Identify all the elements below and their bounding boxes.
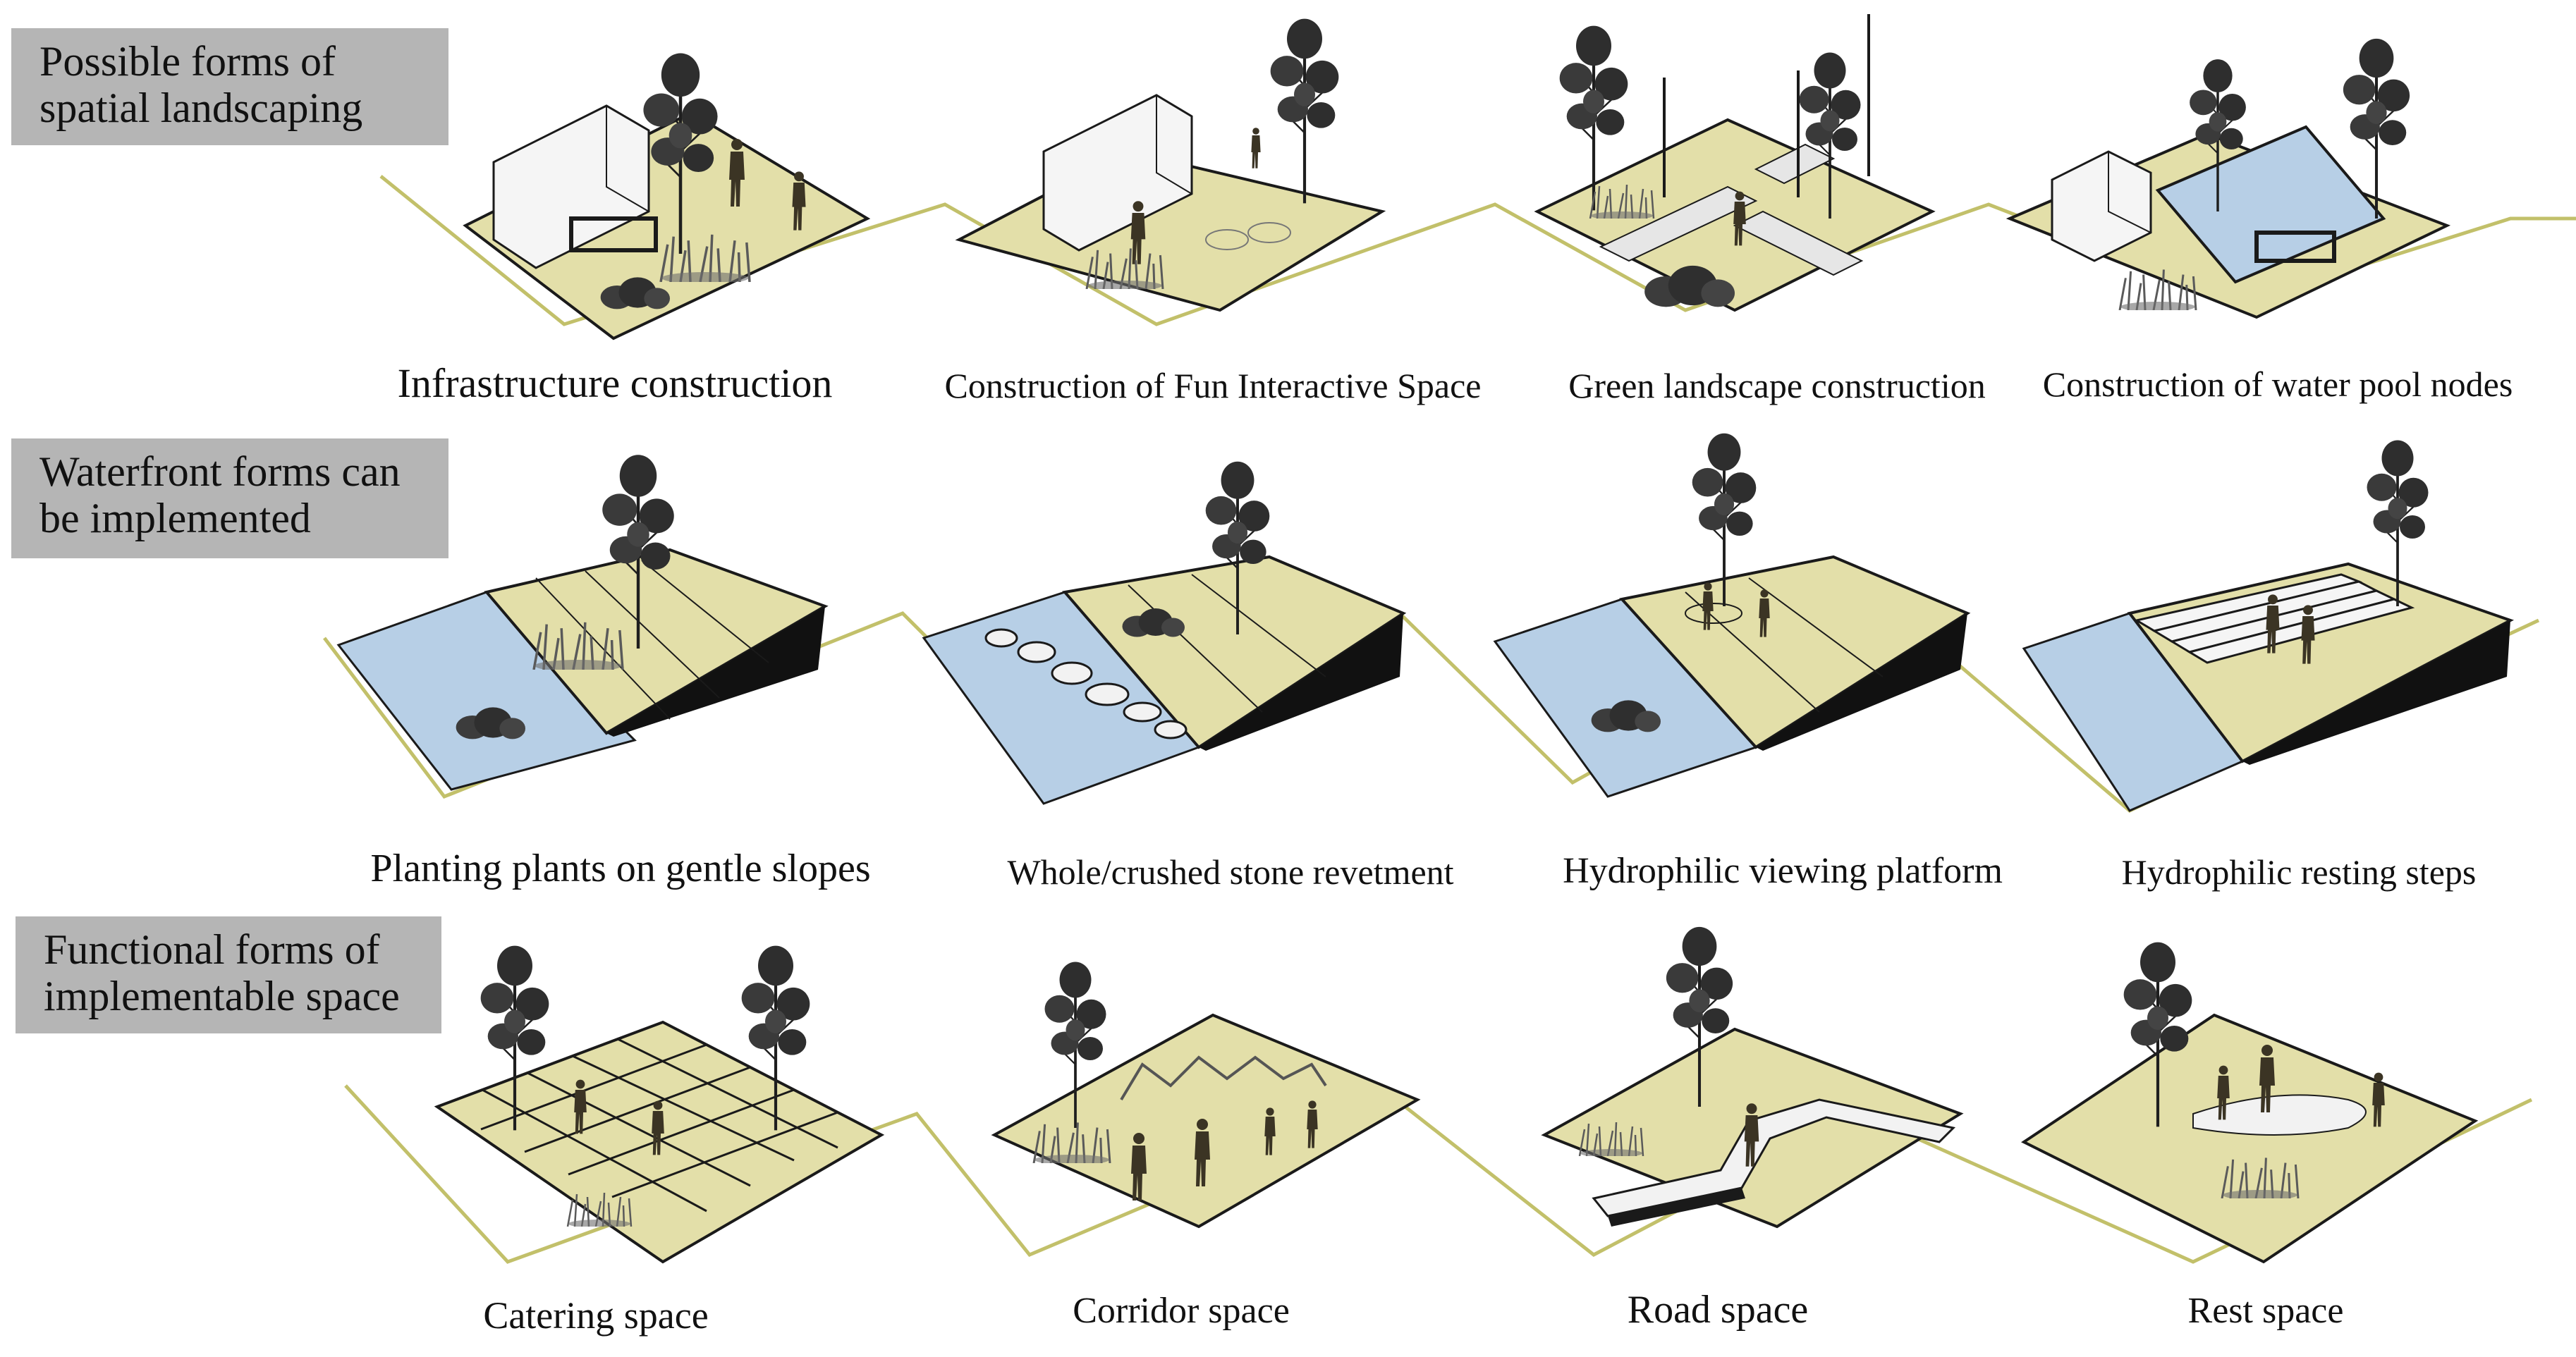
caption-water-pool-nodes: Construction of water pool nodes	[2042, 364, 2513, 404]
caption-resting-steps: Hydrophilic resting steps	[2121, 852, 2477, 892]
row1-scene3-green-landscape	[1534, 14, 1936, 312]
row2-header-line2: be implemented	[39, 495, 311, 541]
row1-header-line2: spatial landscaping	[39, 85, 363, 131]
row3-header-line2: implementable space	[44, 973, 400, 1019]
row2-scene4-resting-steps	[2022, 441, 2515, 812]
row2-scene2-stone-revetment	[922, 462, 1407, 805]
row1-scene4-water-pool	[2006, 39, 2451, 319]
row3-scene3-road	[1541, 927, 1964, 1229]
caption-stone-revetment: Whole/crushed stone revetment	[1007, 852, 1454, 892]
row1-header: Possible forms of spatial landscaping	[11, 28, 448, 145]
row2-scene1-gentle-slope	[336, 455, 829, 791]
caption-catering-space: Catering space	[483, 1294, 709, 1337]
caption-gentle-slopes: Planting plants on gentle slopes	[370, 847, 871, 890]
caption-fun-interactive-space: Construction of Fun Interactive Space	[944, 366, 1482, 405]
caption-road-space: Road space	[1627, 1288, 1809, 1332]
row3-scene2-corridor	[991, 962, 1421, 1229]
row1-scene2-fun-interactive	[955, 19, 1386, 312]
caption-green-landscape: Green landscape construction	[1568, 366, 1986, 405]
caption-corridor-space: Corridor space	[1073, 1291, 1290, 1331]
row2-header-line1: Waterfront forms can	[39, 448, 401, 495]
row3-scene4-rest	[2021, 942, 2479, 1264]
row3-header: Functional forms of implementable space	[16, 916, 441, 1033]
row2-scene3-viewing-platform	[1493, 434, 1971, 798]
row3-scene1-catering	[434, 946, 885, 1264]
row2-header: Waterfront forms can be implemented	[11, 438, 448, 558]
row1-scene1-infrastructure	[463, 53, 871, 340]
row1-header-line1: Possible forms of	[39, 38, 336, 85]
caption-infrastructure-construction: Infrastructure construction	[397, 360, 833, 406]
caption-rest-space: Rest space	[2187, 1291, 2344, 1331]
row3-header-line1: Functional forms of	[44, 926, 380, 973]
caption-viewing-platform: Hydrophilic viewing platform	[1563, 851, 2003, 891]
